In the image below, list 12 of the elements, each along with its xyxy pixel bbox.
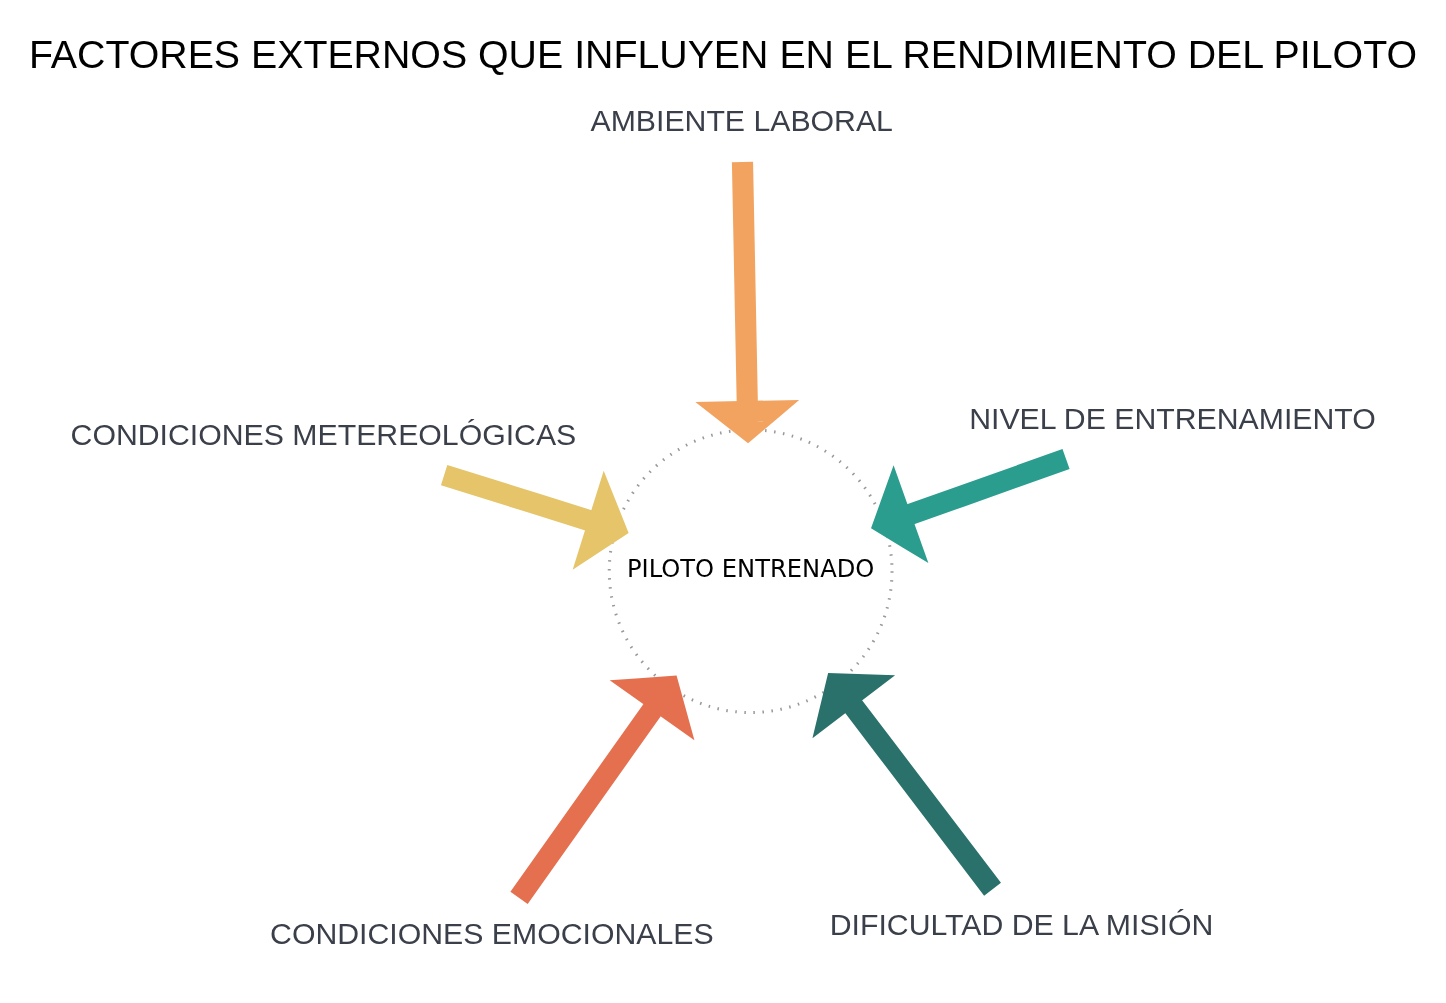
node-text: CONDICIONES EMOCIONALES: [270, 916, 714, 950]
arrow: [440, 464, 629, 570]
arrow: [871, 448, 1070, 563]
arrow: [812, 672, 1001, 896]
node-text: CONDICIONES METEREOLÓGICAS: [70, 417, 577, 451]
arrow: [695, 161, 800, 443]
node-circle: PILOTO ENTRENADO: [607, 427, 894, 714]
node-text: AMBIENTE LABORAL: [590, 103, 893, 137]
node-text: DIFICULTAD DE LA MISIÓN: [829, 907, 1214, 941]
arrow: [510, 675, 695, 904]
diagram-title: FACTORES EXTERNOS QUE INFLUYEN EN EL RENDIMIENTO DEL PILOTO: [28, 31, 1418, 76]
node-text: NIVEL DE ENTRENAMIENTO: [969, 401, 1376, 435]
